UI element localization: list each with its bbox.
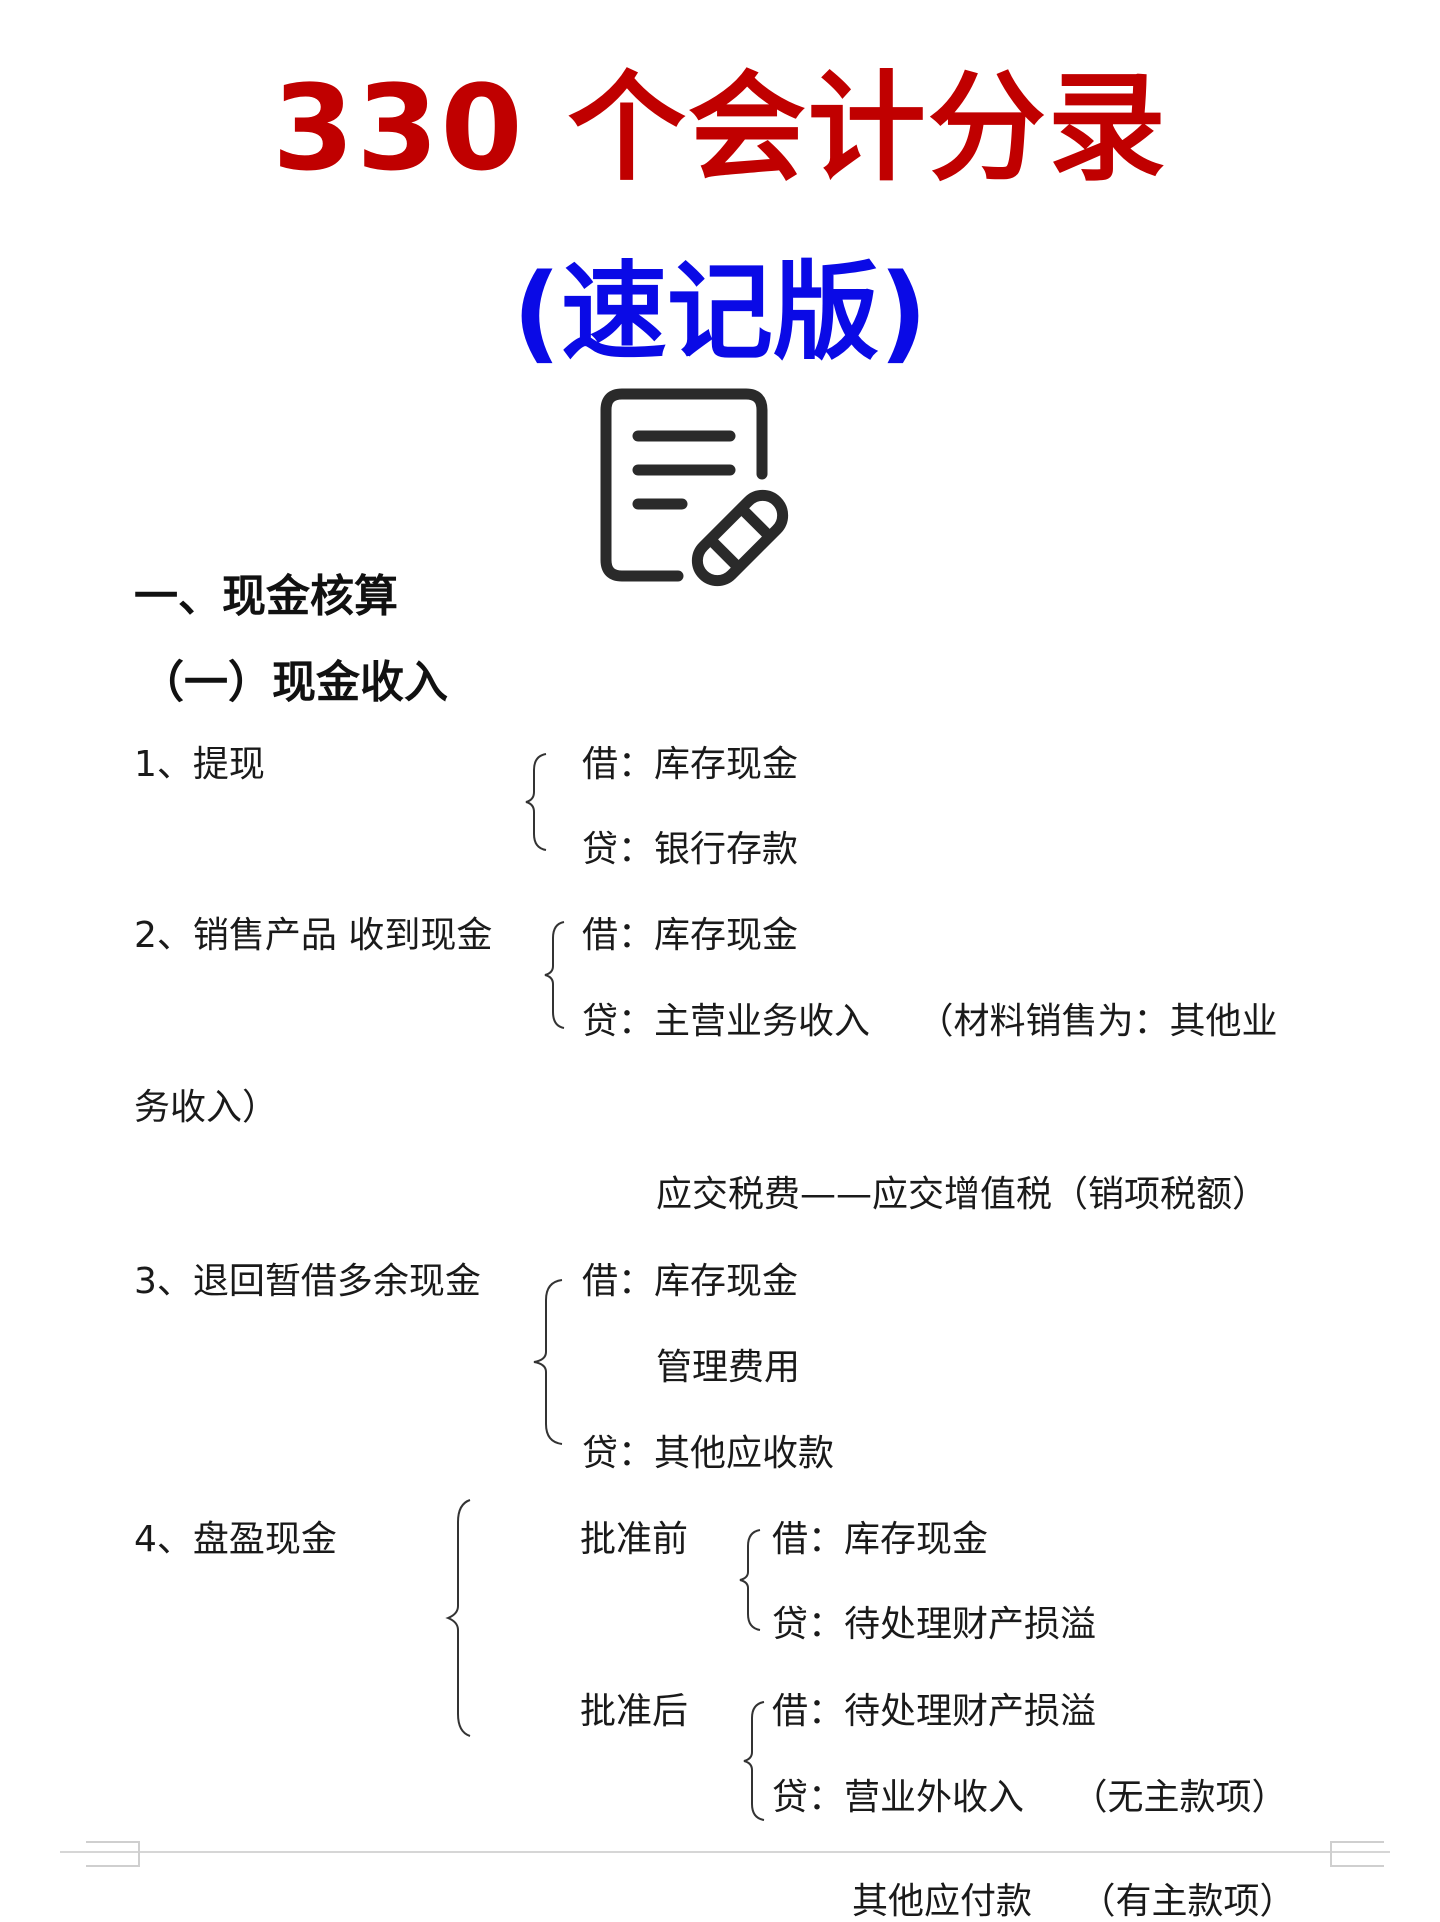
after-approval-label: 批准后 bbox=[580, 1691, 689, 1732]
debit-line: 借：库存现金 bbox=[582, 744, 799, 785]
credit-line: 贷：待处理财产损溢 bbox=[772, 1604, 1097, 1645]
debit-line: 借：待处理财产损溢 bbox=[772, 1691, 1097, 1732]
credit-line: 贷：其他应收款 bbox=[582, 1433, 835, 1474]
entry-label: 3、退回暂借多余现金 bbox=[134, 1261, 481, 1302]
debit-line: 管理费用 bbox=[656, 1347, 801, 1388]
debit-line: 借：库存现金 bbox=[582, 1261, 799, 1302]
section-heading: 一、现金核算 bbox=[134, 571, 398, 622]
credit-line: 贷：营业外收入 （无主款项） bbox=[772, 1777, 1288, 1818]
debit-line: 借：库存现金 bbox=[582, 915, 799, 956]
brace-icon bbox=[743, 1701, 765, 1821]
debit-line: 借：库存现金 bbox=[772, 1519, 989, 1560]
brace-icon bbox=[739, 1529, 761, 1631]
entry-label: 4、盘盈现金 bbox=[134, 1519, 337, 1560]
credit-line: 其他应付款 （有主款项） bbox=[852, 1881, 1296, 1922]
document-title: 330 个会计分录 bbox=[272, 59, 1168, 197]
document-edit-icon bbox=[600, 388, 800, 593]
section-subheading: （一）现金收入 bbox=[140, 657, 448, 708]
page-corner-mark bbox=[86, 1841, 140, 1867]
entry-label: 2、销售产品 收到现金 bbox=[134, 915, 493, 956]
credit-line: 贷：银行存款 bbox=[582, 829, 799, 870]
page-corner-mark bbox=[1330, 1841, 1384, 1867]
credit-line-continued: 务收入） bbox=[134, 1087, 279, 1128]
brace-icon bbox=[445, 1499, 471, 1737]
document-subtitle: (速记版) bbox=[512, 251, 928, 374]
page-break-line bbox=[60, 1851, 1390, 1853]
before-approval-label: 批准前 bbox=[580, 1519, 689, 1560]
credit-line: 贷：主营业务收入 （材料销售为：其他业 bbox=[582, 1001, 1278, 1042]
brace-icon bbox=[544, 921, 565, 1029]
credit-line: 应交税费——应交增值税（销项税额） bbox=[656, 1174, 1269, 1215]
entry-label: 1、提现 bbox=[134, 744, 265, 785]
brace-icon bbox=[533, 1279, 563, 1445]
brace-icon bbox=[525, 753, 547, 851]
